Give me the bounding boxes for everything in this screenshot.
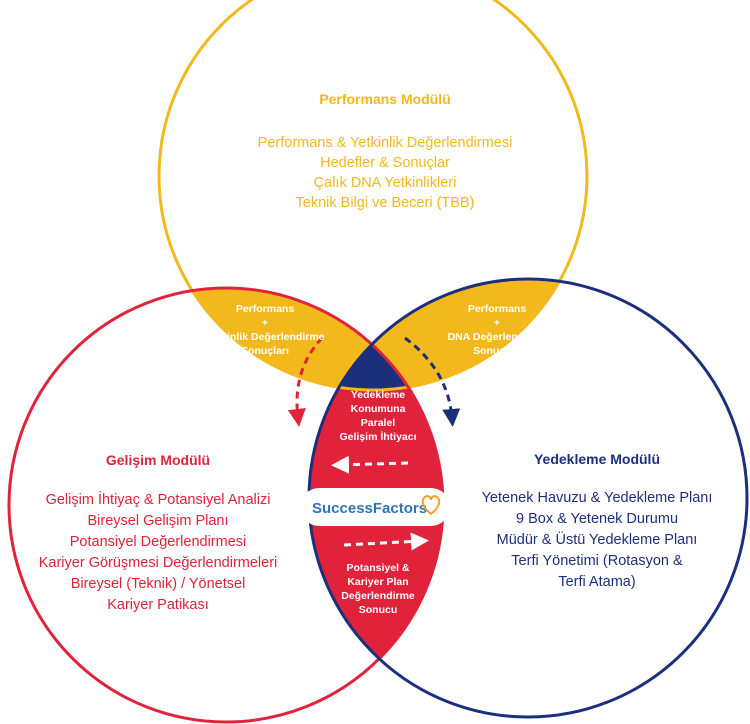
list-item: Terfi Yönetimi (Rotasyon &: [511, 553, 683, 569]
list-item: Kariyer Görüşmesi Değerlendirmeleri: [39, 555, 278, 571]
list-item: Bireysel (Teknik) / Yönetsel: [71, 576, 246, 592]
succession-module-items: Yetenek Havuzu & Yedekleme Planı 9 Box &…: [482, 490, 713, 590]
arrow-to-development: [287, 336, 324, 427]
label-line: Gelişim İhtiyacı: [339, 430, 416, 443]
label-line: Sonuçları: [473, 345, 521, 357]
performance-module-title: Performans Modülü: [319, 91, 450, 107]
label-line: Sonuçları: [241, 345, 289, 357]
list-item: Gelişim İhtiyaç & Potansiyel Analizi: [46, 490, 271, 508]
list-item: 9 Box & Yetenek Durumu: [516, 511, 678, 527]
list-item: Terfi Atama): [558, 574, 635, 590]
list-item: Müdür & Üstü Yedekleme Planı: [497, 530, 698, 548]
performance-module-items: Performans & Yetkinlik Değerlendirmesi H…: [258, 135, 513, 211]
arrow-center-right: [343, 532, 429, 551]
performance-circle: [157, 0, 589, 392]
list-item: Kariyer Patikası: [107, 597, 209, 613]
label-line: Sonucu: [359, 604, 398, 616]
development-module-title: Gelişim Modülü: [106, 452, 210, 468]
label-line: Paralel: [361, 417, 396, 429]
development-module-items: Gelişim İhtiyaç & Potansiyel Analizi Bir…: [39, 490, 278, 613]
list-item: Bireysel Gelişim Planı: [87, 513, 228, 529]
label-line: Değerlendirme: [341, 590, 415, 602]
list-item: Hedefler & Sonuçlar: [320, 155, 450, 171]
label-line: Konumuna: [351, 403, 406, 415]
label-line: Performans: [468, 303, 527, 315]
overlap-perf-dev-label: Performans + Yetkinlik Değerlendirme Son…: [205, 303, 324, 357]
list-item: Performans & Yetkinlik Değerlendirmesi: [258, 135, 513, 151]
list-item: Çalık DNA Yetkinlikleri: [314, 175, 457, 191]
label-line: Performans: [236, 303, 295, 315]
heart-outline-icon: [421, 495, 441, 516]
succession-module-title: Yedekleme Modülü: [534, 451, 660, 467]
center-top-label: Yedekleme Konumuna Paralel Gelişim İhtiy…: [339, 389, 416, 443]
list-item: Teknik Bilgi ve Beceri (TBB): [296, 195, 475, 211]
overlap-perf-succ-label: Performans + DNA Değerlendirme Sonuçları: [448, 303, 547, 357]
arrow-to-succession: [404, 336, 461, 427]
label-line: Potansiyel &: [346, 562, 409, 574]
list-item: Yetenek Havuzu & Yedekleme Planı: [482, 490, 713, 506]
label-line: +: [494, 317, 500, 329]
label-line: Yetkinlik Değerlendirme: [205, 331, 324, 343]
label-line: +: [262, 317, 268, 329]
center-bottom-label: Potansiyel & Kariyer Plan Değerlendirme …: [341, 562, 415, 616]
label-line: DNA Değerlendirme: [448, 331, 547, 343]
successfactors-logo: SuccessFactors: [300, 488, 450, 526]
list-item: Potansiyel Değerlendirmesi: [70, 534, 247, 550]
brand-name: SuccessFactors: [312, 500, 427, 517]
label-line: Yedekleme: [351, 389, 405, 401]
label-line: Kariyer Plan: [347, 576, 408, 588]
